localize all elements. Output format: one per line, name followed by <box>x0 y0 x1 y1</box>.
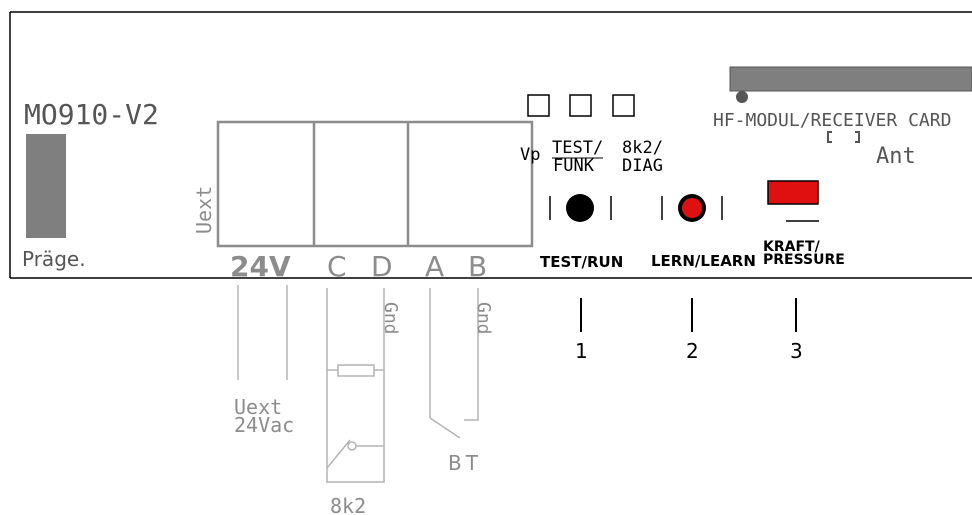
antenna-label: Ant <box>876 144 916 169</box>
callout-3: 3 <box>790 339 803 363</box>
terminal-c-label: C <box>327 250 347 283</box>
test-run-label: TEST/RUN <box>540 253 623 271</box>
callout-lines <box>580 298 797 332</box>
antenna-bracket <box>827 131 860 143</box>
learn-label: LERN/LEARN <box>651 252 756 270</box>
test-run-button[interactable] <box>549 194 612 222</box>
callout-2: 2 <box>686 339 699 363</box>
pressure-adjuster[interactable] <box>767 180 819 222</box>
wiring-8k2-label: 8k2 <box>330 494 366 515</box>
wiring-24vac-label: 24Vac <box>234 413 294 437</box>
module-connector-dot <box>736 91 748 103</box>
wiring <box>237 285 479 483</box>
terminal-d-label: D <box>371 250 393 283</box>
led-test-funk <box>569 94 592 117</box>
led-diag <box>612 94 635 117</box>
hf-module-label: HF-MODUL/RECEIVER CARD <box>713 110 951 131</box>
board-outline <box>9 11 972 279</box>
terminal-a-label: A <box>425 250 444 283</box>
led-squares <box>527 94 635 117</box>
pressure-label-2: PRESSURE <box>763 252 845 268</box>
wiring-uext-label: Uext <box>234 395 282 419</box>
gnd-label-1: Gnd <box>380 302 401 335</box>
pressure-label-1: KRAFT/ <box>763 239 821 255</box>
terminal-24v-label: 24V <box>230 250 291 283</box>
led-diag-label: DIAG <box>622 156 663 176</box>
terminal-b-label: B <box>468 250 487 283</box>
terminal-uext-label: Uext <box>192 186 216 234</box>
led-vp <box>527 94 550 117</box>
led-8k2-label: 8k2/ <box>622 138 663 158</box>
terminal-block <box>216 120 534 248</box>
led-vp-label: Vp <box>520 145 540 165</box>
hf-module-card <box>729 66 972 92</box>
embossing-area <box>26 134 66 238</box>
embossing-label: Präge. <box>22 247 86 271</box>
led-funk-label: FUNK <box>553 156 595 176</box>
wiring-bt-label: BT <box>448 451 482 475</box>
callout-1: 1 <box>575 339 588 363</box>
led-test-label: TEST/ <box>552 138 603 158</box>
model-label: MO910-V2 <box>24 98 159 131</box>
learn-button[interactable] <box>661 194 723 222</box>
gnd-label-2: Gnd <box>473 302 494 335</box>
